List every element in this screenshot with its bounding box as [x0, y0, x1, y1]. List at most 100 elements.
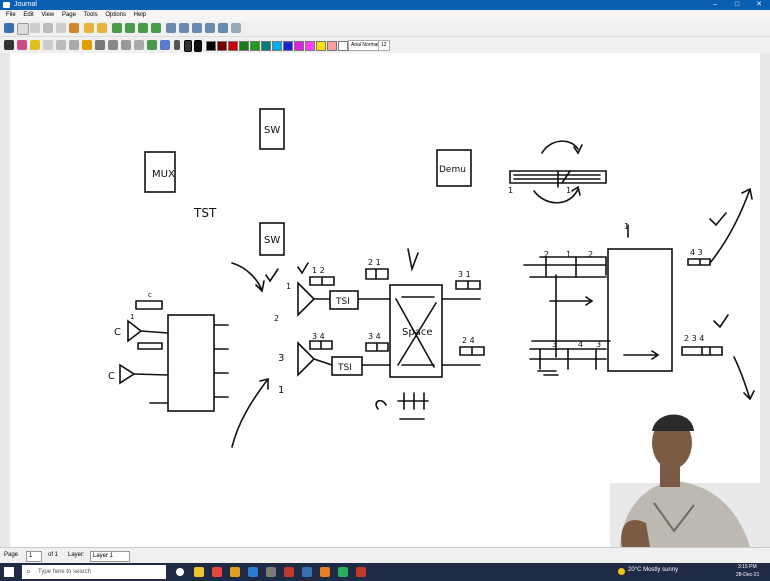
next-page-icon[interactable] — [138, 23, 148, 33]
menu-view[interactable]: View — [41, 10, 54, 21]
font-size-field[interactable]: 12 — [378, 40, 390, 51]
minimize-button[interactable]: – — [704, 0, 726, 10]
app-icon-6[interactable] — [356, 567, 366, 577]
app-icon — [3, 2, 10, 8]
menu-options[interactable]: Options — [105, 10, 126, 21]
app-icon-4[interactable] — [320, 567, 330, 577]
vertical-space-icon[interactable] — [134, 40, 144, 50]
hand-icon[interactable] — [95, 40, 105, 50]
color-swatch[interactable] — [217, 41, 227, 51]
text-icon[interactable] — [43, 40, 53, 50]
ruler-icon[interactable] — [108, 40, 118, 50]
menu-bar: File Edit View Page Tools Options Help — [0, 10, 770, 21]
weather-icon — [618, 568, 625, 575]
color-swatch[interactable] — [250, 41, 260, 51]
word-icon[interactable] — [248, 567, 258, 577]
lasso-icon[interactable] — [82, 40, 92, 50]
zoom-page-icon[interactable] — [205, 23, 215, 33]
color-swatch[interactable] — [305, 41, 315, 51]
app-icon-1[interactable] — [230, 567, 240, 577]
close-button[interactable]: ✕ — [748, 0, 770, 10]
frame-34b-label: 3 4 — [368, 332, 381, 341]
color-swatch[interactable] — [239, 41, 249, 51]
zoom-width-icon[interactable] — [192, 23, 202, 33]
file-explorer-icon[interactable] — [194, 567, 204, 577]
refresh-icon[interactable] — [147, 40, 157, 50]
sw-mid-label: SW — [264, 235, 280, 246]
weather-text[interactable]: 20°C Mostly sunny — [628, 567, 678, 573]
color-swatch[interactable] — [283, 41, 293, 51]
redo-icon[interactable] — [97, 23, 107, 33]
app-icon-3[interactable] — [284, 567, 294, 577]
medium-dot-icon[interactable] — [184, 40, 192, 52]
task-view-icon[interactable] — [176, 568, 184, 576]
search-icon: ⌕ — [26, 566, 31, 577]
app-icon-5[interactable] — [338, 567, 348, 577]
journal-icon[interactable] — [302, 567, 312, 577]
frame-43-label: 4 3 — [690, 248, 703, 257]
highlighter-icon[interactable] — [30, 40, 40, 50]
menu-tools[interactable]: Tools — [84, 10, 98, 21]
demux-label: Demu — [439, 165, 466, 175]
top-1-label: 1 — [624, 222, 629, 231]
zoom-fit-icon[interactable] — [218, 23, 228, 33]
input-1b-label: 1 — [278, 385, 284, 396]
eraser-icon[interactable] — [17, 40, 27, 50]
pen-style-icon[interactable] — [160, 40, 170, 50]
first-page-icon[interactable] — [112, 23, 122, 33]
ring-2-label: 1 — [566, 186, 571, 195]
pen-icon[interactable] — [4, 40, 14, 50]
color-swatch[interactable] — [294, 41, 304, 51]
frame-234-label: 2 3 4 — [684, 334, 704, 343]
new-page-icon[interactable] — [17, 23, 29, 35]
menu-help[interactable]: Help — [134, 10, 146, 21]
app-icon-2[interactable] — [266, 567, 276, 577]
prev-page-icon[interactable] — [125, 23, 135, 33]
thin-dot-icon[interactable] — [174, 40, 180, 50]
copy-icon[interactable] — [56, 23, 66, 33]
maximize-button[interactable]: □ — [726, 0, 748, 10]
zoom-out-icon[interactable] — [166, 23, 176, 33]
start-icon[interactable] — [4, 567, 14, 577]
canvas-right-margin — [760, 53, 770, 547]
page-number-field[interactable]: 1 — [26, 551, 42, 562]
left-mux-block — [168, 315, 214, 411]
drawing-canvas[interactable]: MUX SW SW TST Demu TSI TSI Space C C 1 2… — [10, 53, 760, 547]
color-swatch[interactable] — [338, 41, 348, 51]
slot-3-label: 3 — [552, 340, 557, 349]
menu-edit[interactable]: Edit — [23, 10, 33, 21]
pen-toolbar: Arial Normal 12 — [0, 37, 770, 54]
input-2-label: 2 — [274, 314, 279, 323]
thick-dot-icon[interactable] — [194, 40, 202, 52]
chrome-icon[interactable] — [212, 567, 222, 577]
color-swatch[interactable] — [206, 41, 216, 51]
color-swatch[interactable] — [327, 41, 337, 51]
image-icon[interactable] — [56, 40, 66, 50]
last-page-icon[interactable] — [151, 23, 161, 33]
frame-31-label: 3 1 — [458, 270, 471, 279]
select-icon[interactable] — [69, 40, 79, 50]
clock-date[interactable]: 28-Dec-21 — [736, 572, 759, 578]
cut-icon[interactable] — [43, 23, 53, 33]
paste-icon[interactable] — [69, 23, 79, 33]
undo-icon[interactable] — [84, 23, 94, 33]
menu-file[interactable]: File — [6, 10, 16, 21]
open-icon[interactable] — [30, 23, 40, 33]
color-swatch[interactable] — [272, 41, 282, 51]
menu-page[interactable]: Page — [62, 10, 76, 21]
color-swatch[interactable] — [316, 41, 326, 51]
frame-12-label: 1 2 — [312, 266, 325, 275]
shape-icon[interactable] — [121, 40, 131, 50]
zoom-in-icon[interactable] — [179, 23, 189, 33]
window-title: Journal — [14, 0, 37, 10]
tsi-upper-label: TSI — [335, 297, 350, 307]
taskbar-search-input[interactable]: Type here to search — [22, 565, 166, 579]
color-swatch[interactable] — [261, 41, 271, 51]
font-name-field[interactable]: Arial Normal — [348, 40, 382, 51]
clock-time[interactable]: 3:15 PM — [738, 564, 757, 570]
color-swatch[interactable] — [228, 41, 238, 51]
save-icon[interactable] — [4, 23, 14, 33]
layer-select[interactable]: Layer 1 — [90, 551, 130, 562]
fullscreen-icon[interactable] — [231, 23, 241, 33]
sw-top-label: SW — [264, 125, 280, 136]
